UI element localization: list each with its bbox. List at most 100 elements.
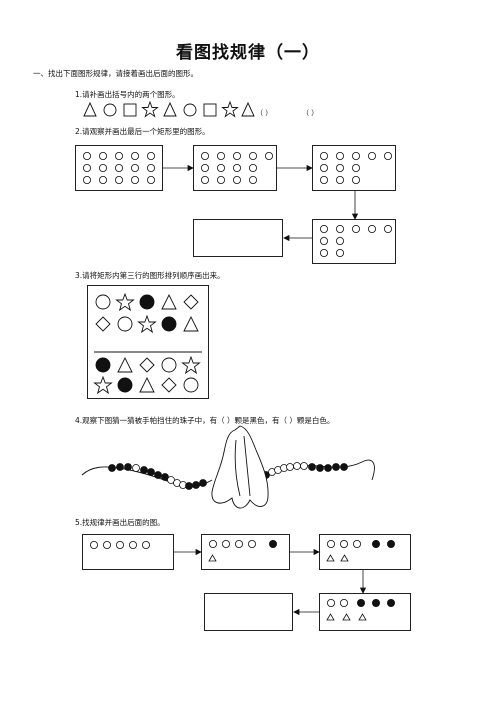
q3-r4-triangle	[139, 376, 155, 393]
grid-circle	[99, 163, 108, 172]
black-bead	[140, 466, 148, 474]
white-bead	[132, 464, 140, 472]
white-bead	[167, 476, 175, 484]
q1-blank-1: （ ）	[256, 109, 273, 117]
q3-r2-triangle	[183, 315, 199, 332]
black-bead	[124, 463, 132, 471]
q2-arrow-head-4	[283, 234, 290, 242]
q3-prompt: 3.请将矩形内第三行的图形排列顺序画出来。	[75, 271, 225, 280]
grid-circle	[351, 175, 360, 184]
grid-circle	[335, 248, 344, 257]
grid-circle	[248, 163, 257, 172]
q5-answer-box[interactable]	[204, 593, 293, 631]
grid-circle	[115, 151, 124, 160]
grid-circle	[115, 163, 124, 172]
q3-r1-black-circle	[139, 294, 155, 310]
grid-circle	[83, 163, 92, 172]
grid-circle	[146, 151, 155, 160]
grid-circle	[383, 151, 392, 160]
q3-r1-circle	[95, 294, 111, 310]
q1-triangle-2	[163, 101, 177, 117]
q3-r3-diamond	[139, 357, 155, 373]
grid-circle	[383, 224, 392, 233]
black-bead	[316, 464, 324, 472]
grid-circle	[99, 175, 108, 184]
q1-circle-1	[103, 103, 117, 117]
q1-triangle-3	[241, 101, 255, 117]
grid-circle	[83, 151, 92, 160]
grid-circle	[232, 175, 241, 184]
grid-circle	[319, 175, 328, 184]
black-bead	[199, 479, 207, 487]
grid-circle	[216, 163, 225, 172]
q1-triangle-1	[83, 101, 97, 117]
grid-circle	[146, 175, 155, 184]
black-bead	[308, 463, 316, 471]
q3-rectangle	[87, 285, 209, 399]
q1-star-1	[141, 100, 159, 118]
q3-r1-star	[115, 292, 135, 312]
grid-circle	[232, 163, 241, 172]
black-bead	[154, 471, 162, 479]
grid-circle	[200, 151, 209, 160]
q4-prompt: 4.观察下图猜一猜被手帕挡住的珠子中，有（ ）颗是黑色，有（ ）颗是白色。	[75, 416, 335, 425]
q2-arrow-head-3	[351, 213, 359, 220]
q3-r2-star	[137, 314, 157, 334]
q3-r4-diamond	[161, 377, 177, 393]
q3-r2-diamond	[95, 316, 111, 332]
grid-circle	[216, 175, 225, 184]
grid-circle	[351, 224, 360, 233]
black-bead	[116, 463, 124, 471]
black-bead	[324, 464, 332, 472]
q3-r3-star	[181, 355, 201, 375]
grid-circle	[335, 224, 344, 233]
q2-arrow-head-2	[306, 164, 313, 172]
grid-circle	[351, 163, 360, 172]
grid-circle	[367, 151, 376, 160]
grid-circle	[335, 236, 344, 245]
grid-circle	[115, 175, 124, 184]
black-bead	[147, 468, 155, 476]
grid-circle	[130, 175, 139, 184]
grid-circle	[146, 163, 155, 172]
q3-r4-circle	[183, 377, 199, 393]
q1-circle-2	[183, 103, 197, 117]
q5-box-4	[319, 593, 411, 631]
grid-circle	[130, 163, 139, 172]
grid-circle	[83, 175, 92, 184]
section-heading: 一、找出下面图形规律，请接着画出后面的图形。	[33, 69, 198, 78]
grid-circle	[200, 163, 209, 172]
white-bead	[300, 462, 308, 470]
q1-prompt: 1.请补画出括号内的两个图形。	[75, 90, 180, 99]
grid-circle	[248, 151, 257, 160]
grid-circle	[248, 175, 257, 184]
grid-circle	[335, 163, 344, 172]
grid-circle	[200, 175, 209, 184]
q1-shape-sequence	[83, 100, 255, 118]
q3-r1-diamond	[183, 294, 199, 310]
grid-circle	[99, 151, 108, 160]
q3-r4-black-circle	[117, 377, 133, 393]
q4-handkerchief	[211, 425, 269, 509]
q2-box-1	[75, 145, 163, 191]
q1-star-2	[221, 100, 239, 118]
black-bead	[108, 464, 116, 472]
q5-box-1	[82, 534, 174, 570]
grid-circle	[264, 151, 273, 160]
grid-circle	[335, 175, 344, 184]
q2-answer-box[interactable]	[193, 219, 283, 257]
q1-square-1	[123, 103, 137, 117]
q2-arrow-head-1	[187, 164, 194, 172]
q2-box-4	[312, 219, 396, 264]
grid-circle	[319, 163, 328, 172]
black-bead	[161, 473, 169, 481]
grid-circle	[130, 151, 139, 160]
q2-prompt: 2.请观察并画出最后一个矩形里的图形。	[75, 127, 210, 136]
grid-circle	[335, 151, 344, 160]
grid-circle	[216, 151, 225, 160]
q1-square-2	[203, 103, 217, 117]
